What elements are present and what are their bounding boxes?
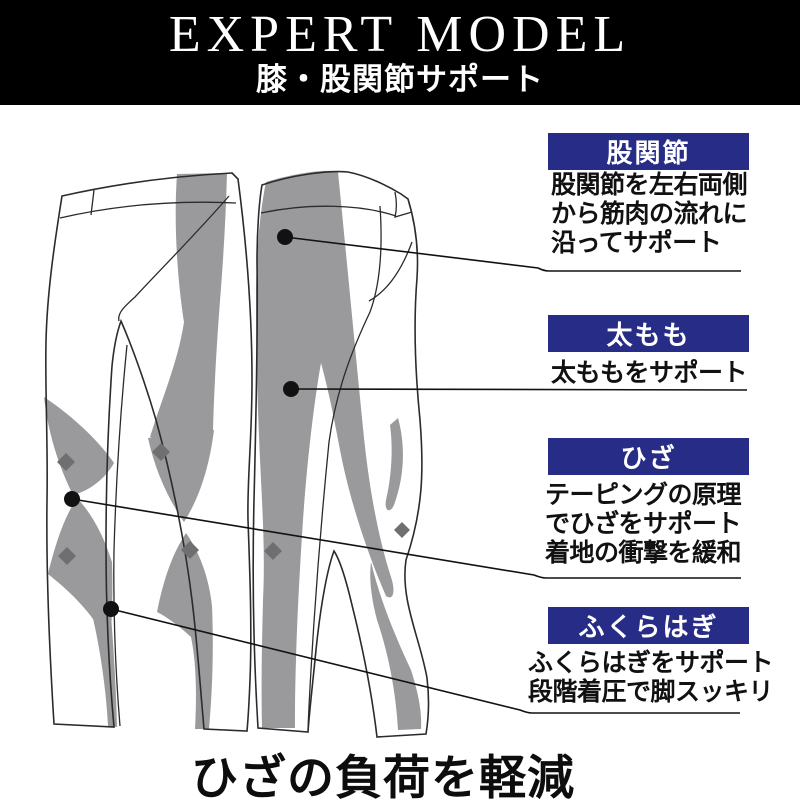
support-zones-side: [256, 170, 422, 730]
marker-dots: [64, 229, 299, 617]
calf-marker-dot: [103, 601, 119, 617]
section-text-line: ふくらはぎをサポート: [528, 649, 774, 677]
section-label-hip: 股関節: [606, 138, 691, 168]
section-header-thigh: 太もも: [548, 315, 749, 352]
section-text-line: でひざをサポート: [545, 510, 742, 538]
section-text-thigh: 太ももをサポート: [551, 359, 748, 388]
page-subtitle: 膝・股関節サポート: [256, 62, 544, 97]
section-label-knee: ひざ: [620, 443, 677, 473]
section-header-calf: ふくらはぎ: [548, 607, 749, 644]
thigh-callout-line: [290, 388, 748, 391]
header-banner: EXPERT MODEL 膝・股関節サポート: [0, 0, 800, 105]
section-text-line: 段階着圧で脚スッキリ: [528, 678, 774, 706]
bottom-headline: ひざの負荷を軽減: [191, 751, 575, 800]
section-text-line: 太ももをサポート: [551, 359, 748, 387]
section-text-hip: 股関節を左右両側 から筋肉の流れに 沿ってサポート: [551, 171, 748, 258]
section-header-hip: 股関節: [548, 133, 749, 170]
knee-callout-line: [71, 498, 741, 579]
page-title: EXPERT MODEL: [168, 6, 632, 63]
thigh-marker-dot: [283, 381, 299, 397]
section-text-line: から筋肉の流れに: [551, 200, 748, 228]
seam-lines-side: [260, 191, 413, 731]
section-text-knee: テーピングの原理 でひざをサポート 着地の衝撃を緩和: [545, 481, 742, 568]
section-header-knee: ひざ: [548, 438, 749, 475]
section-text-line: 着地の衝撃を緩和: [545, 539, 742, 567]
hip-marker-dot: [277, 229, 293, 245]
tights-side-view: [252, 170, 430, 738]
section-text-line: 沿ってサポート: [551, 229, 722, 257]
knee-marker-dot: [64, 491, 80, 507]
callout-lines: [71, 236, 748, 714]
tights-front-view: [44, 172, 253, 732]
hip-callout-line: [284, 236, 741, 272]
calf-callout-line: [110, 608, 740, 714]
section-text-line: テーピングの原理: [545, 481, 742, 509]
section-label-calf: ふくらはぎ: [578, 612, 719, 642]
section-label-thigh: 太もも: [606, 320, 691, 350]
section-text-line: 股関節を左右両側: [551, 171, 748, 199]
seam-lines-front: [59, 189, 237, 727]
section-text-calf: ふくらはぎをサポート 段階着圧で脚スッキリ: [528, 649, 774, 707]
taping-diamond-accents: [57, 443, 410, 565]
support-zones-front: [44, 173, 227, 729]
